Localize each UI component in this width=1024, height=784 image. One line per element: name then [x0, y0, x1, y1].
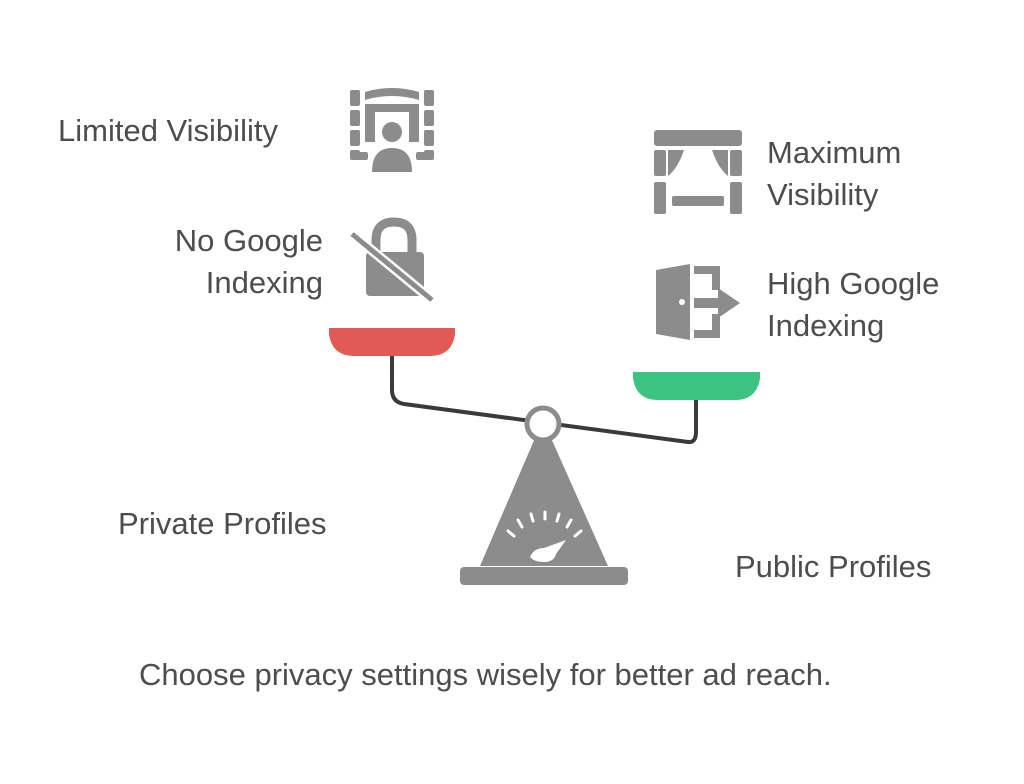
maximum-visibility-line-2: Visibility	[767, 177, 879, 212]
left-pan	[329, 328, 455, 356]
no-google-indexing-line-2: Indexing	[205, 265, 323, 300]
maximum-visibility-line-1: Maximum	[767, 135, 902, 170]
high-google-indexing-label: High Google Indexing	[767, 263, 939, 347]
no-google-indexing-label: No Google Indexing	[175, 220, 323, 304]
public-profiles-label: Public Profiles	[735, 549, 932, 584]
maximum-visibility-label: Maximum Visibility	[767, 132, 901, 216]
no-google-indexing-line-1: No Google	[174, 223, 323, 258]
stage-curtain-icon	[654, 130, 742, 214]
scale-pivot	[524, 405, 562, 443]
high-google-indexing-line-2: Indexing	[767, 308, 885, 343]
theater-seats-icon	[350, 88, 434, 172]
speedometer-icon	[506, 510, 583, 562]
right-pan	[633, 372, 760, 400]
caption: Choose privacy settings wisely for bette…	[139, 657, 832, 692]
scale-foot	[460, 567, 628, 585]
lock-slash-icon	[348, 217, 436, 304]
private-profiles-label: Private Profiles	[118, 506, 327, 541]
door-exit-icon	[656, 264, 740, 340]
scale-base	[480, 434, 608, 566]
high-google-indexing-line-1: High Google	[767, 266, 940, 301]
limited-visibility-label: Limited Visibility	[58, 113, 278, 148]
